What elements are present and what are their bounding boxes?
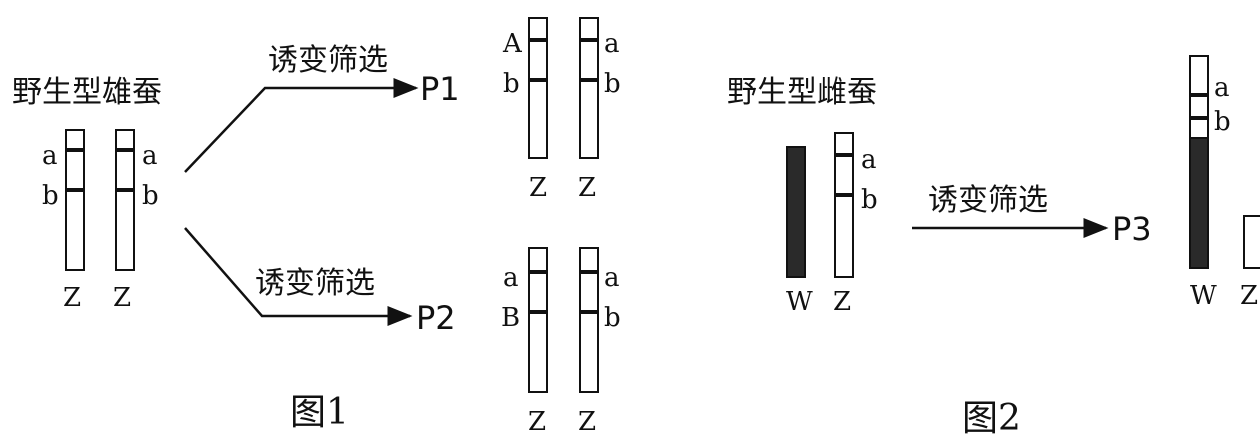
p2-left-bottom-label: B — [501, 303, 520, 333]
p1-left-top-label: A — [502, 29, 523, 59]
p2-left-top-label: a — [503, 263, 519, 293]
fig1-wild-right-chrom-label: Z — [113, 283, 131, 313]
fig1-arrow-bottom-label: 诱变筛选 — [255, 266, 375, 301]
p1-chromosome-left — [528, 17, 548, 159]
fig2-wild-z-label: Z — [833, 287, 851, 317]
fig1-wild-chromosome-left — [65, 129, 85, 271]
p2-left-chrom-label: Z — [528, 407, 546, 434]
fig2-wild-w-chromosome — [786, 146, 806, 278]
p2-right-bottom-label: b — [604, 303, 621, 333]
fig1-arrow-top — [184, 78, 419, 173]
fig1-wild-right-bottom-label: b — [142, 181, 159, 211]
p1-right-bottom-label: b — [604, 69, 621, 99]
p3-w-chromosome — [1189, 55, 1209, 269]
fig1-wild-right-top-label: a — [142, 141, 158, 171]
p3-top-label: a — [1214, 73, 1230, 103]
fig1-wild-title: 野生型雄蚕 — [12, 75, 162, 110]
fig2-arrow-label: 诱变筛选 — [928, 183, 1048, 218]
fig2-wild-z-bottom-label: b — [861, 185, 878, 215]
fig1-wild-left-top-label: a — [42, 141, 58, 171]
p3-bottom-label: b — [1214, 107, 1231, 137]
fig2-wild-title: 野生型雌蚕 — [727, 75, 877, 110]
fig1-p2-label: P2 — [416, 299, 456, 337]
fig2-p3-label: P3 — [1112, 210, 1152, 248]
fig2-wild-z-top-label: a — [861, 145, 877, 175]
fig1-wild-chromosome-right — [115, 129, 135, 271]
p1-right-top-label: a — [604, 29, 620, 59]
fig1-arrow-bottom — [184, 227, 413, 326]
fig2-wild-w-label: W — [786, 287, 813, 317]
p1-left-bottom-label: b — [503, 69, 520, 99]
p1-chromosome-right — [579, 17, 599, 159]
p2-chromosome-right — [579, 247, 599, 393]
p3-w-label: W — [1190, 281, 1217, 311]
p1-right-chrom-label: Z — [578, 173, 596, 203]
p1-left-chrom-label: Z — [529, 173, 547, 203]
fig2-wild-z-chromosome — [834, 132, 854, 278]
fig1-arrow-top-label: 诱变筛选 — [268, 43, 388, 78]
p2-right-top-label: a — [604, 263, 620, 293]
p3-z-chromosome — [1243, 215, 1260, 269]
fig2-caption: 图2 — [962, 398, 1021, 434]
p2-right-chrom-label: Z — [578, 407, 596, 434]
p3-z-label: Z — [1240, 281, 1258, 311]
fig1-caption: 图1 — [290, 392, 349, 433]
fig1-wild-left-chrom-label: Z — [63, 283, 81, 313]
fig1-p1-label: P1 — [420, 70, 460, 108]
fig1-wild-left-bottom-label: b — [42, 181, 59, 211]
p2-chromosome-left — [528, 247, 548, 393]
